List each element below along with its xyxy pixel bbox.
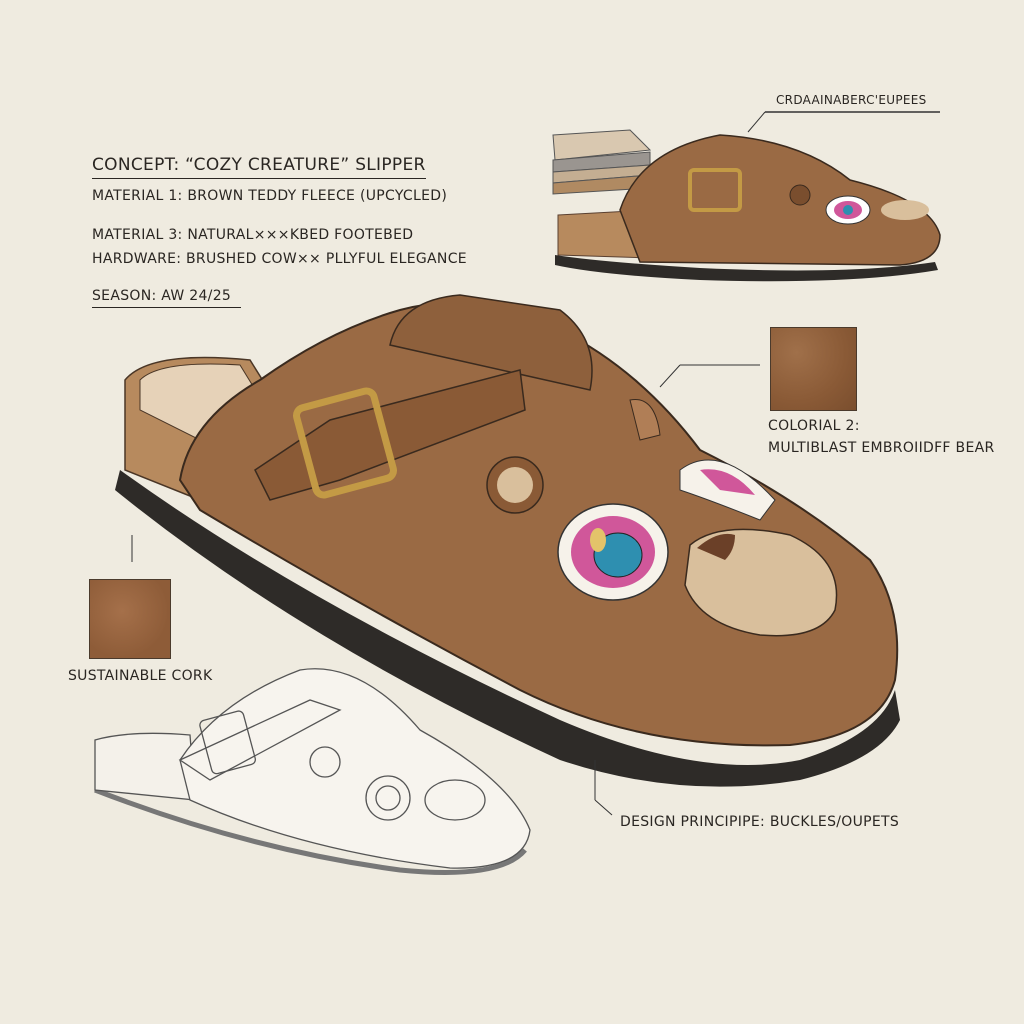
outline-sketch-slipper <box>94 668 531 875</box>
fleece-swatch <box>770 327 857 411</box>
hardware-note: HARDWARE: BRUSHED COW⨯⨯ PLLYFUL ELEGANCE <box>92 251 467 267</box>
material-1-note: MATERIAL 1: BROWN TEDDY FLEECE (UPCYCLED… <box>92 188 448 204</box>
cork-callout: SUSTAINABLE CORK <box>68 668 213 684</box>
concept-title: CONCEPT: “COZY CREATURE” SLIPPER <box>92 155 426 179</box>
side-view-slipper <box>555 134 941 282</box>
material-layer-stack <box>552 129 652 195</box>
material-3-note: MATERIAL 3: NATURAL⨯⨯⨯KBED FOOTEBED <box>92 227 414 243</box>
colorial-callout-line2: MULTIBLAST EMBROIIDFF BEAR <box>768 440 995 456</box>
cork-swatch <box>89 579 171 659</box>
main-slipper <box>115 294 900 787</box>
colorial-callout-line1: COLORIAL 2: <box>768 418 860 434</box>
layers-callout: CRDAAINABERC'EUPEES <box>776 93 927 107</box>
design-principle-callout: DESIGN PRINCIPIPE: BUCKLES/OUPETS <box>620 814 900 830</box>
season-note: SEASON: AW 24/25 <box>92 288 242 308</box>
